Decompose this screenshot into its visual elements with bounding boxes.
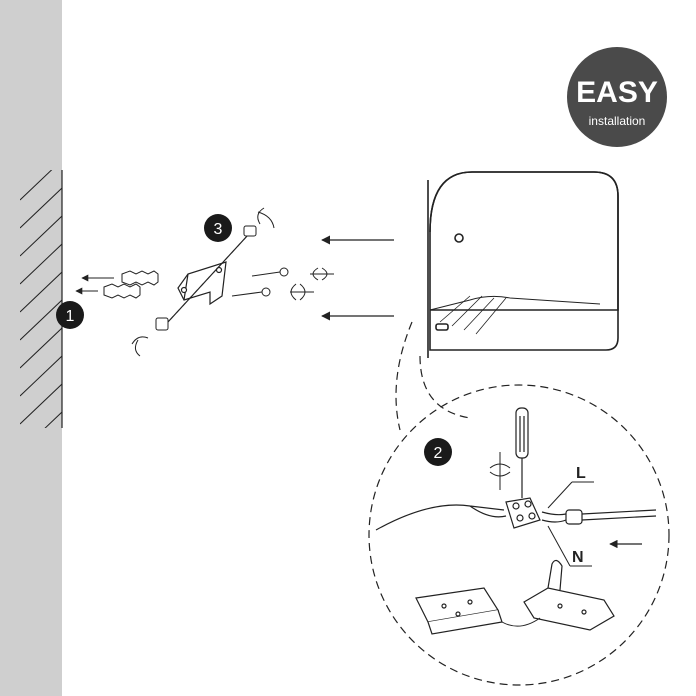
screwdriver	[515, 407, 529, 498]
live-wire-label: L	[547, 465, 594, 509]
supply-cable	[375, 504, 507, 531]
wall-lamp	[427, 171, 619, 358]
rotate-symbol	[489, 452, 511, 490]
easy-installation-badge: EASY installation	[567, 47, 667, 147]
svg-text:1: 1	[66, 308, 75, 325]
step-2-marker: 2	[424, 438, 452, 466]
bottom-screw	[131, 317, 169, 357]
wall-surface	[0, 0, 62, 696]
top-screw	[243, 207, 275, 237]
wiring-detail-callout	[368, 321, 670, 686]
lamp-cable	[541, 509, 657, 525]
wall-screws	[231, 267, 334, 301]
wall-hatching	[20, 170, 62, 428]
neutral-wire-label: N	[547, 525, 592, 567]
step-1-marker: 1	[56, 301, 84, 329]
svg-text:3: 3	[214, 221, 223, 238]
badge-title: EASY	[576, 76, 658, 109]
svg-text:N: N	[572, 549, 584, 566]
svg-text:2: 2	[434, 445, 443, 462]
terminal-block	[505, 497, 541, 529]
mounting-bracket	[167, 234, 249, 323]
mounting-plate	[523, 559, 615, 631]
lamp-screw-hole	[454, 233, 464, 243]
wall-plugs	[75, 270, 159, 299]
badge-circle	[567, 47, 667, 147]
badge-subtitle: installation	[589, 114, 646, 128]
step-3-marker: 3	[204, 214, 232, 242]
svg-text:L: L	[576, 465, 586, 482]
terminal-cover	[415, 587, 503, 635]
connecting-wire	[501, 617, 541, 627]
